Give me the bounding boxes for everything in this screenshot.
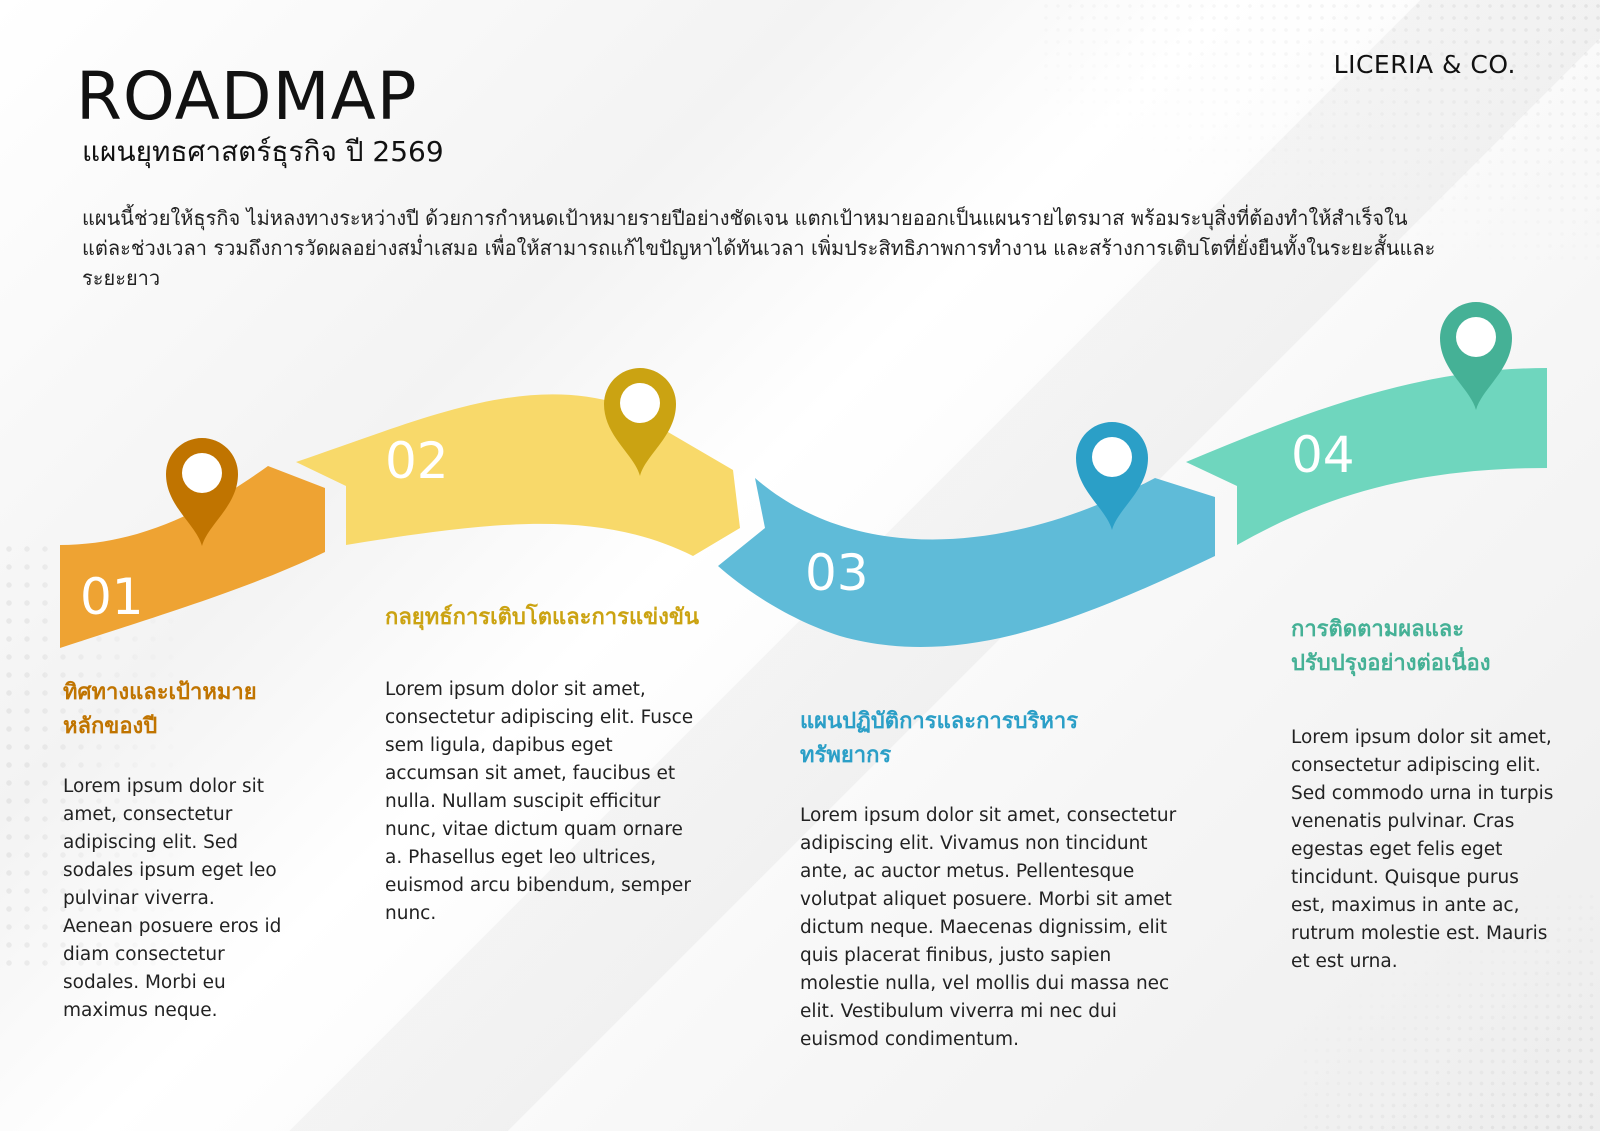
step-3-heading: แผนปฏิบัติการและการบริหารทรัพยากร <box>800 709 1079 768</box>
step-number-2: 02 <box>385 432 449 490</box>
dot-pattern-top-right <box>1040 0 1600 260</box>
page-subtitle: แผนยุทธศาสตร์ธุรกิจ ปี 2569 <box>82 135 444 168</box>
location-pin-icon-1 <box>166 438 238 546</box>
step-number-4: 04 <box>1291 426 1355 484</box>
ribbon-segment-4 <box>1186 368 1547 545</box>
intro-paragraph: แผนนี้ช่วยให้ธุรกิจ ไม่หลงทางระหว่างปี ด… <box>82 206 1436 290</box>
step-4-body: Lorem ipsum dolor sit amet, consectetur … <box>1291 727 1554 972</box>
step-2-heading: กลยุทธ์การเติบโตและการแข่งขัน <box>385 605 699 630</box>
ribbon-segment-1 <box>60 466 325 648</box>
step-3-body: Lorem ipsum dolor sit amet, consectetur … <box>800 805 1177 1050</box>
page-title: ROADMAP <box>76 58 418 135</box>
step-1-heading: ทิศทางและเป้าหมายหลักของปี <box>63 680 257 739</box>
location-pin-icon-3 <box>1076 422 1148 530</box>
location-pin-icon-4 <box>1440 302 1512 410</box>
step-2-body: Lorem ipsum dolor sit amet, consectetur … <box>385 679 694 924</box>
dot-pattern-bottom-right <box>1300 891 1600 1131</box>
step-number-3: 03 <box>805 544 869 602</box>
step-4-heading: การติดตามผลและปรับปรุงอย่างต่อเนื่อง <box>1291 617 1491 676</box>
step-1-body: Lorem ipsum dolor sit amet, consectetur … <box>63 776 282 1021</box>
step-number-1: 01 <box>80 568 144 626</box>
brand-name: LICERIA & CO. <box>1333 50 1516 79</box>
ribbon-segment-3 <box>718 478 1215 647</box>
location-pin-icon-2 <box>604 368 676 476</box>
